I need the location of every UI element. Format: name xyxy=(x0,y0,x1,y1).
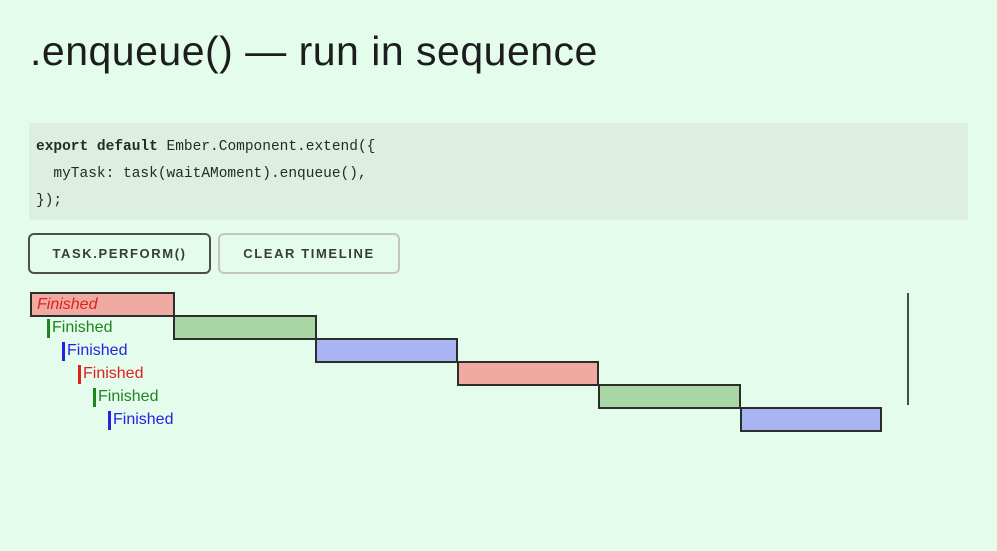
task-state-label: Finished xyxy=(83,365,144,382)
task-bar xyxy=(457,361,599,386)
timeline-cursor xyxy=(907,293,909,405)
perform-tick xyxy=(108,411,111,430)
clear-timeline-button[interactable]: CLEAR TIMELINE xyxy=(218,233,400,274)
task-state-label: Finished xyxy=(67,342,128,359)
perform-tick xyxy=(62,342,65,361)
task-state-label: Finished xyxy=(98,388,159,405)
code-line: }); xyxy=(36,192,63,209)
perform-tick xyxy=(47,319,50,338)
task-state-label: Finished xyxy=(37,296,98,313)
task-state-label: Finished xyxy=(52,319,113,336)
code-block: export default Ember.Component.extend({ … xyxy=(29,122,968,220)
code-line: myTask: task(waitAMoment).enqueue(), xyxy=(36,165,367,182)
task-bar xyxy=(173,315,317,340)
task-state-label: Finished xyxy=(113,411,174,428)
code-line: export default Ember.Component.extend({ xyxy=(36,138,376,155)
code-keyword: export default xyxy=(36,138,158,155)
task-bar xyxy=(740,407,882,432)
perform-tick xyxy=(93,388,96,407)
task-perform-button[interactable]: TASK.PERFORM() xyxy=(28,233,211,274)
task-bar xyxy=(30,292,175,317)
task-bar xyxy=(315,338,458,363)
task-bar xyxy=(598,384,741,409)
page-title: .enqueue() — run in sequence xyxy=(30,28,598,74)
perform-tick xyxy=(78,365,81,384)
